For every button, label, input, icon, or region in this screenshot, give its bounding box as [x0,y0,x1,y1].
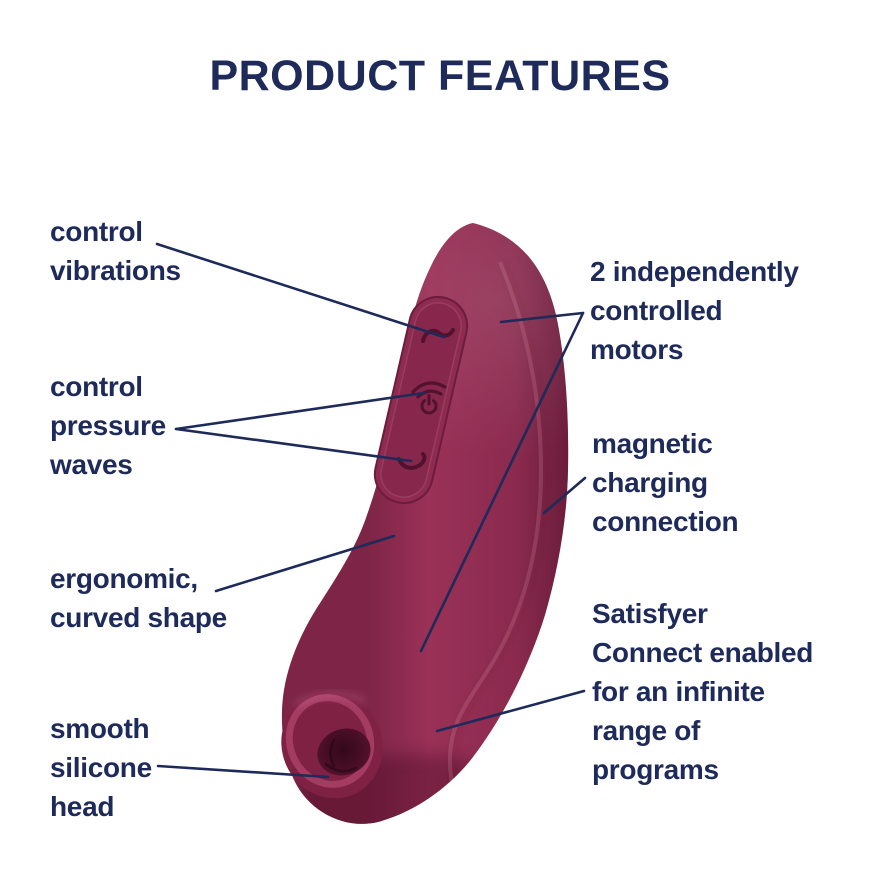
control-panel-outer [373,295,469,505]
leader-pressure-waves-upper [174,391,426,431]
label-line: vibrations [50,255,181,286]
wave-icon [397,452,427,470]
label-line: silicone [50,752,152,783]
label-line: connection [592,506,739,537]
leader-pressure-waves-lower [174,427,413,463]
leader-motors-upper [499,311,585,324]
head-opening-swirl [324,738,358,773]
control-panel-inner [380,302,462,498]
silicone-head [281,691,383,799]
label-line: head [50,791,115,822]
label-line: charging [592,467,708,498]
label-line: magnetic [592,428,713,459]
label-line: for an infinite [592,676,765,707]
label-line: pressure [50,410,166,441]
head-opening-hole [317,728,371,776]
leader-control-vibrations [155,242,446,339]
label-line: Connect enabled [592,637,814,668]
label-control-pressure-waves: control pressure waves [50,367,166,484]
label-satisfyer-connect: Satisfyer Connect enabled for an infinit… [592,594,813,789]
leader-motors-lower [419,311,585,653]
leader-magnetic-charging [542,476,587,515]
label-control-vibrations: control vibrations [50,212,181,290]
label-line: controlled [590,295,723,326]
label-line: waves [50,449,133,480]
page-title: PRODUCT FEATURES [209,52,671,100]
label-line: 2 independently [590,256,799,287]
head-rim-top-highlight [294,691,366,708]
label-line: Satisfyer [592,598,708,629]
label-line: ergonomic, [50,563,198,594]
vibration-wave-icon [421,328,455,343]
control-panel [373,295,469,505]
label-line: control [50,371,143,402]
leader-satisfyer-connect [435,689,586,733]
label-line: programs [592,754,719,785]
label-line: smooth [50,713,150,744]
pressure-wave-icon [411,381,447,399]
label-smooth-silicone-head: smooth silicone head [50,709,152,826]
body-seam-line [447,261,544,816]
head-opening-rim [285,694,375,788]
label-magnetic-charging-connection: magnetic charging connection [592,424,739,541]
power-icon [420,394,438,415]
label-independently-controlled-motors: 2 independently controlled motors [590,252,799,369]
device-illustration [281,223,569,824]
label-line: control [50,216,143,247]
leader-lines [155,242,587,779]
body-seam-shadow [451,261,546,815]
label-line: range of [592,715,701,746]
leader-silicone-head [156,764,330,779]
label-ergonomic-curved-shape: ergonomic, curved shape [50,559,227,637]
label-line: curved shape [50,602,227,633]
label-line: motors [590,334,684,365]
leader-ergonomic-shape [214,534,396,593]
